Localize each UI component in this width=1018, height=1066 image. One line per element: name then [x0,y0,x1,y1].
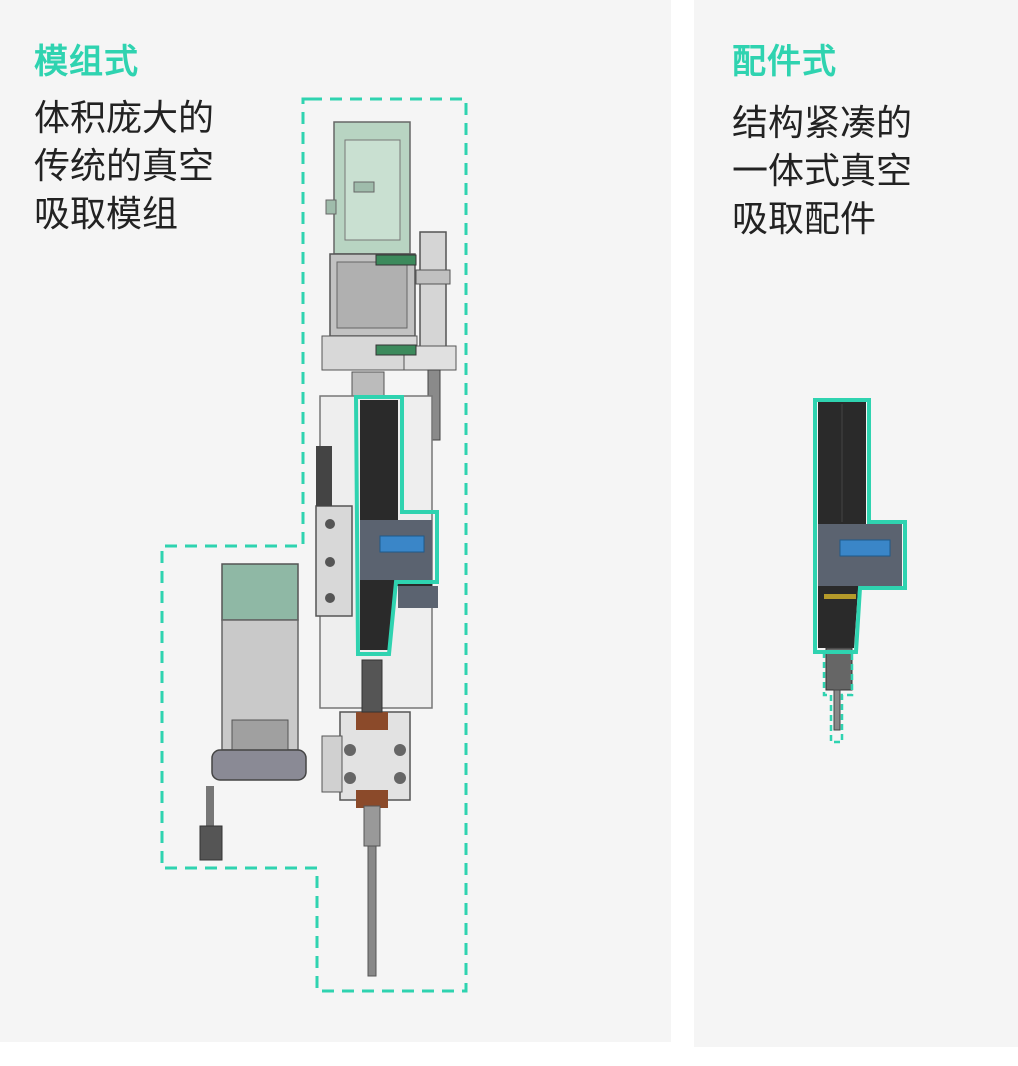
modular-heading: 模组式 [34,42,139,82]
integrated-tool [818,402,902,731]
modular-panel: 模组式 体积庞大的 传统的真空 吸取模组 [34,42,468,993]
vacuum-head [321,659,411,977]
servo-motor [321,121,418,399]
accessory-panel: 配件式 结构紧凑的 一体式真空 吸取配件 [694,0,1018,1047]
accessory-heading: 配件式 [732,42,837,82]
side-cylinder [375,231,457,441]
accessory-description: 结构紧凑的 一体式真空 吸取配件 [732,103,913,240]
modular-description: 体积庞大的 传统的真空 吸取模组 [34,98,215,235]
modular-assembly-drawing [160,97,468,993]
accessory-dashed-outline [822,650,854,744]
module-dashed-outline [160,97,468,993]
accessory-drawing [813,398,907,744]
tool-highlight-outline [353,395,439,656]
mount-block [315,446,353,617]
mounting-bracket [199,563,307,861]
screwdriver-tool [360,400,438,650]
